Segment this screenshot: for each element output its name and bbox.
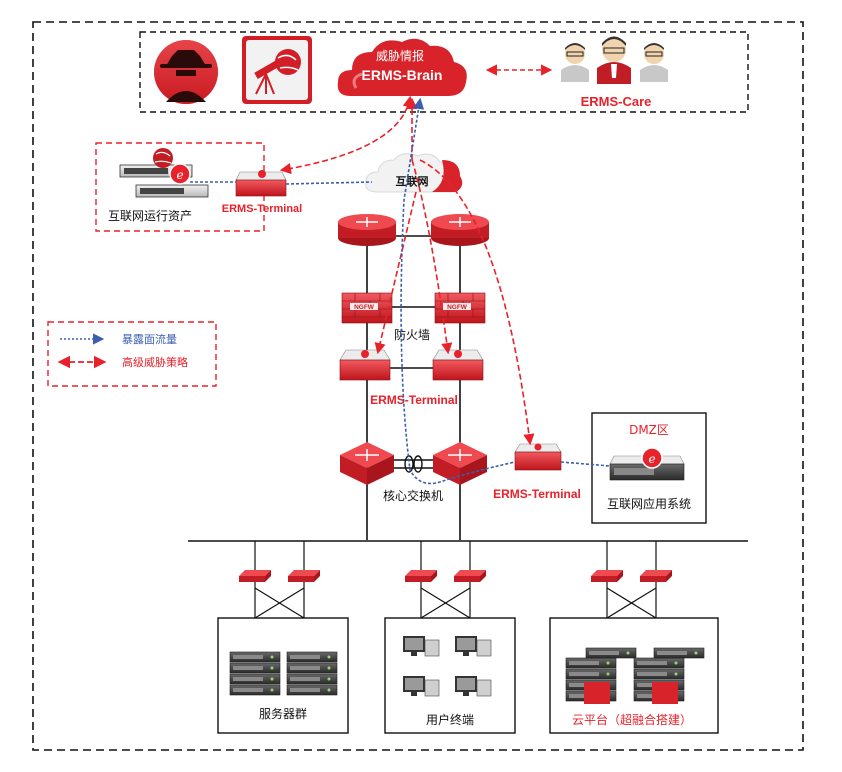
legend-policy-label: 高级威胁策略 (122, 355, 188, 369)
core-switch-label: 核心交换机 (383, 488, 443, 503)
internet-terminal-label: ERMS-Terminal (222, 203, 302, 215)
policy-arrows (279, 95, 535, 446)
core-switch-link (394, 455, 433, 473)
core-switch-left-icon (340, 442, 394, 485)
ermscare-label: ERMS-Care (581, 94, 652, 109)
internet-cloud-label: 互联网 (396, 174, 429, 188)
users-label: 用户终端 (426, 712, 474, 727)
firewall-left-badge: NGFW (354, 304, 375, 311)
terminal-left-icon (339, 349, 391, 381)
user-terminals-icon (403, 636, 492, 697)
router-right-icon (431, 214, 489, 246)
servers-label: 服务器群 (259, 706, 307, 721)
svg-text:e: e (176, 168, 183, 182)
access-links (254, 541, 657, 619)
exposure-flows (190, 97, 611, 485)
threat-intel-telescope-icon (242, 36, 312, 104)
asset-servers-icon: e (119, 148, 209, 198)
outer-boundary (32, 21, 804, 751)
threat-intel-label: 威胁情报 (376, 48, 424, 63)
firewall-left-icon: NGFW (341, 292, 393, 324)
firewall-terminal-label: ERMS-Terminal (370, 393, 458, 407)
ermsbrain-label: ERMS-Brain (362, 67, 443, 83)
dmz-server-icon: e (609, 447, 685, 481)
legend-box (47, 321, 217, 387)
firewall-label: 防火墙 (394, 327, 430, 342)
terminal-device-icon (235, 170, 287, 197)
hacker-icon (154, 40, 218, 104)
core-switch-right-icon (433, 442, 487, 485)
cloud-platform-icon (565, 647, 705, 704)
internet-assets-label: 互联网运行资产 (108, 209, 192, 223)
access-switches-icon (239, 570, 672, 582)
cloud-platform-label: 云平台（超融合搭建） (572, 712, 692, 727)
dmz-title: DMZ区 (629, 423, 669, 437)
ermsbrain-cloud-icon (337, 38, 467, 96)
core-terminal-label: ERMS-Terminal (493, 487, 581, 501)
terminal-right-icon (432, 349, 484, 381)
router-left-icon (338, 214, 396, 246)
firewall-right-badge: NGFW (447, 304, 468, 311)
dmz-system-label: 互联网应用系统 (607, 496, 691, 511)
people-icon (561, 36, 668, 84)
legend-exposure-label: 暴露面流量 (122, 332, 177, 346)
svg-text:e: e (648, 452, 655, 466)
users-box (384, 617, 516, 734)
firewall-right-icon: NGFW (434, 292, 486, 324)
core-terminal-icon (514, 443, 562, 471)
top-services-box (139, 31, 749, 113)
